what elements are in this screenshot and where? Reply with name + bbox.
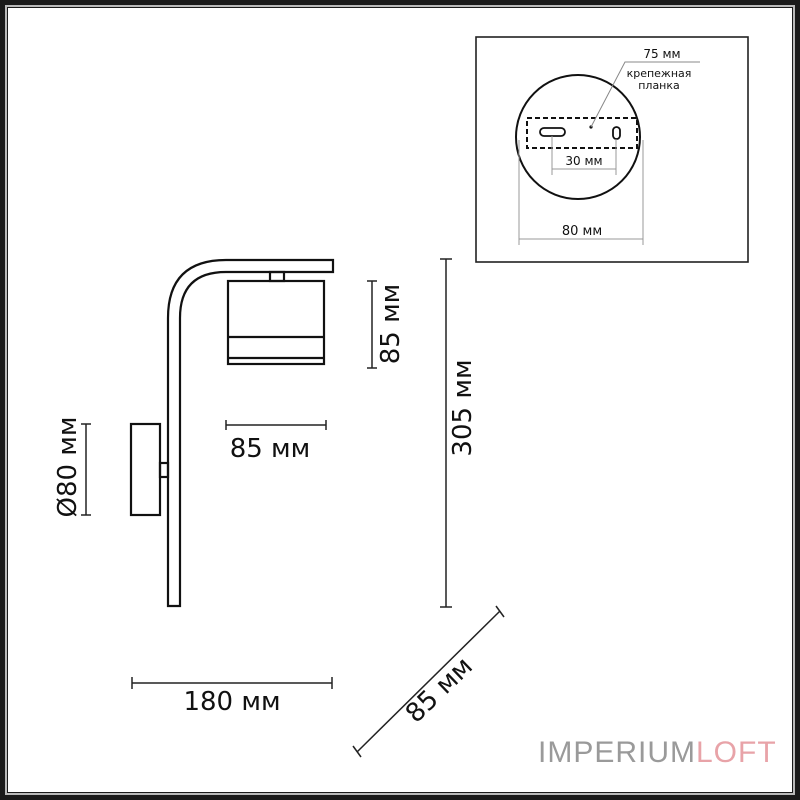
label-shade-width: 85 мм [230, 434, 311, 464]
dim-shade-width [225, 420, 327, 430]
mounting-inset: 75 мм крепежная планка 30 мм 80 мм [475, 36, 749, 263]
lamp-arm [166, 258, 335, 608]
brand-part-1: IMPERIUM [538, 736, 696, 769]
label-base-diameter: 80 мм [562, 224, 602, 239]
brand-part-2: LOFT [696, 736, 777, 769]
label-hole-spacing: 30 мм [565, 154, 602, 168]
label-plate-name-2: планка [638, 79, 680, 92]
dim-wall-plate [81, 423, 91, 516]
label-wall-plate-diameter: Ø80 мм [53, 416, 83, 517]
label-depth: 85 мм [400, 651, 479, 729]
dim-depth [352, 605, 505, 758]
lamp-shade [226, 279, 326, 366]
canopy-circle [515, 74, 641, 200]
dim-hole-spacing [551, 136, 617, 175]
label-total-height: 305 мм [448, 359, 478, 456]
brand-logo: IMPERIUMLOFT [538, 736, 777, 769]
dim-base-diameter [518, 140, 644, 245]
dim-shade-height [367, 280, 377, 369]
dim-total-projection [131, 677, 333, 689]
label-shade-height: 85 мм [376, 284, 406, 365]
mounting-plate-dashed [526, 117, 638, 149]
shade-connector [268, 270, 286, 283]
dim-total-height [440, 258, 452, 608]
label-total-projection: 180 мм [183, 687, 280, 717]
lamp-side-view [129, 258, 335, 608]
wall-connector [158, 461, 170, 479]
inset-frame [475, 36, 749, 263]
label-plate-length: 75 мм [643, 47, 680, 61]
wall-plate [129, 422, 162, 517]
label-plate-name-1: крепежная [627, 67, 692, 80]
leader-line [590, 61, 700, 128]
